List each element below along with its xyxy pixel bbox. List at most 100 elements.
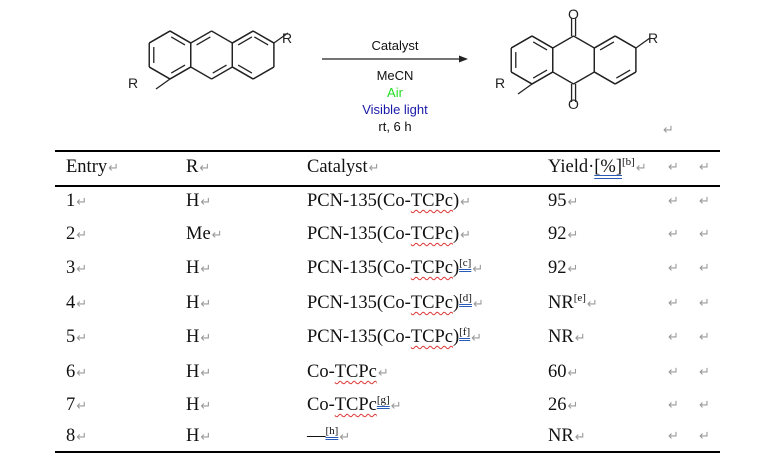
text: [g] [376, 394, 390, 406]
ring-bond [573, 35, 595, 49]
cell-r: Me↵ [186, 223, 223, 247]
cell-r: H↵ [186, 190, 211, 214]
text: PCN-135(Co- [307, 327, 411, 347]
text: 5 [66, 327, 76, 347]
text: [e] [573, 292, 586, 304]
cell-end-marks: ↵ ↵ [668, 398, 710, 413]
double-bond [170, 64, 186, 74]
text: Entry [66, 157, 108, 177]
cell-catalyst: PCN-135(Co-TCPc)↵ [307, 223, 471, 247]
text: NR [548, 327, 574, 347]
double-bond [170, 36, 186, 46]
cell-entry: 4↵ [66, 292, 87, 316]
cell-catalyst: PCN-135(Co-TCPc)↵ [307, 190, 471, 214]
paragraph-mark: ↵ [574, 430, 586, 445]
text: 7 [66, 395, 76, 415]
paragraph-mark: ↵ [76, 366, 88, 381]
paragraph-mark: ↵ [339, 430, 351, 445]
text: ↵ [668, 429, 679, 444]
ring-bond [169, 30, 192, 44]
double-bond [237, 36, 253, 46]
condition-temp-time: rt, 6 h [378, 119, 412, 134]
text: Me [186, 224, 211, 244]
text: H [186, 258, 200, 278]
text: ↵ [699, 365, 710, 380]
cell-end-marks: ↵ ↵ [668, 227, 710, 242]
cell-catalyst: PCN-135(Co-TCPc)[d]↵ [307, 292, 484, 316]
text: ↵ [699, 194, 710, 209]
substituent-r-left-1: R [128, 75, 138, 91]
text: H [186, 191, 200, 211]
text: ↵ [699, 429, 710, 444]
text: ↵ [668, 261, 679, 276]
paragraph-mark: ↵ [200, 430, 212, 445]
cell-r: H↵ [186, 361, 211, 385]
text: — [307, 426, 326, 446]
text: PCN-135(Co- [307, 258, 411, 278]
paragraph-mark: ↵ [460, 195, 472, 210]
text: ↵ [699, 330, 710, 345]
cell-entry: 1↵ [66, 190, 87, 214]
cell-catalyst: Co-TCPc↵ [307, 361, 389, 385]
text: ) [452, 258, 460, 278]
text: ↵ [668, 398, 679, 413]
text: 1 [66, 191, 76, 211]
paragraph-mark: ↵ [471, 331, 483, 346]
substituent-bond [635, 37, 651, 49]
cell-yield: 95↵ [548, 190, 578, 214]
text: 26 [548, 395, 567, 415]
paragraph-mark: ↵ [76, 195, 88, 210]
ring-bond [594, 71, 616, 85]
paragraph-mark: ↵ [472, 297, 484, 312]
double-bond [212, 64, 227, 74]
text: TCPc [410, 224, 453, 244]
paragraph-mark: ↵ [460, 228, 472, 243]
text: 2 [66, 224, 76, 244]
condition-solvent: MeCN [376, 68, 414, 83]
double-bond [532, 69, 548, 79]
text: H [186, 327, 200, 347]
text: ↵ [699, 261, 710, 276]
ring-bond [510, 71, 533, 85]
reaction-scheme: R R R R O O [128, 6, 658, 112]
ring-bond [573, 71, 595, 85]
double-bond [599, 41, 615, 51]
text: 8 [66, 426, 76, 446]
text: NR [548, 426, 574, 446]
paragraph-mark: ↵ [76, 262, 88, 277]
text: TCPc [410, 293, 453, 313]
paragraph-mark: ↵ [567, 399, 579, 414]
cell-entry: 8↵ [66, 425, 87, 449]
text: 3 [66, 258, 76, 278]
text: ↵ [668, 296, 679, 311]
substituent-bond [155, 78, 171, 90]
oxygen-top: O [568, 6, 579, 22]
cell-end-marks: ↵ ↵ [668, 296, 710, 311]
text: PCN-135(Co- [307, 191, 411, 211]
text: [h] [325, 425, 339, 437]
header-catalyst: Catalyst↵ [307, 156, 380, 180]
cell-entry: 2↵ [66, 223, 87, 247]
paragraph-mark: ↵ [567, 228, 579, 243]
paragraph-mark: ↵ [200, 331, 212, 346]
double-bond [254, 36, 269, 46]
text: ↵ [699, 227, 710, 242]
text: R [186, 157, 199, 177]
text: 92 [548, 258, 567, 278]
paragraph-mark: ↵ [108, 161, 120, 176]
cell-r: H↵ [186, 257, 211, 281]
text: H [186, 395, 200, 415]
paragraph-mark: ↵ [567, 366, 579, 381]
ring-bond [252, 66, 275, 80]
ring-bond [232, 66, 254, 80]
double-bond [237, 64, 253, 74]
ring-bond [211, 30, 233, 44]
ring-bond [614, 71, 637, 85]
ring-bond [190, 30, 212, 44]
cell-entry: 6↵ [66, 361, 87, 385]
ring-bond [614, 35, 637, 49]
paragraph-mark: ↵ [200, 195, 212, 210]
substituent-r-right-1: R [495, 75, 505, 91]
cell-end-marks: ↵ ↵ [668, 160, 710, 175]
